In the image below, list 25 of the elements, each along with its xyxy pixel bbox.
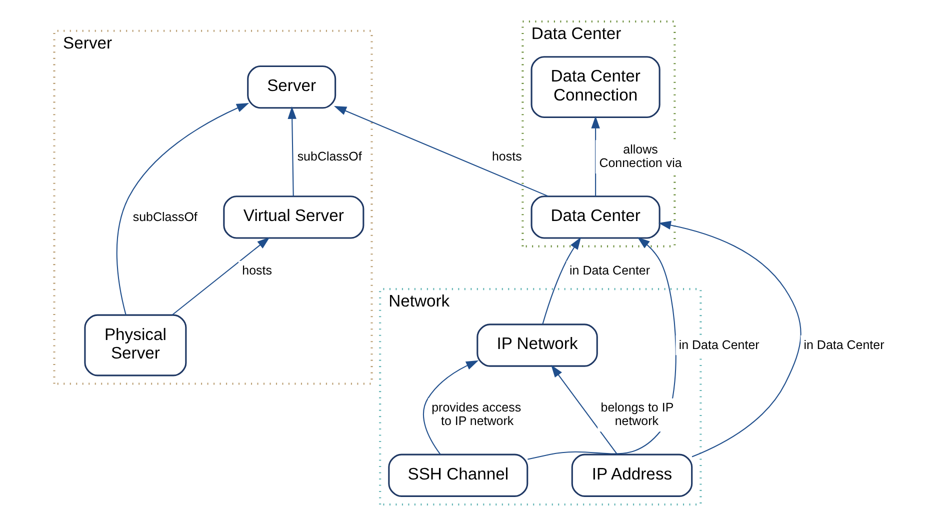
node-box: Server xyxy=(246,64,336,108)
edge-label: in Data Center xyxy=(803,337,884,352)
node-box: IP Network xyxy=(476,323,598,366)
arrow xyxy=(171,236,270,315)
arrow xyxy=(116,102,249,315)
arrow xyxy=(422,360,478,454)
edge-label: belongs to IP network xyxy=(600,400,674,428)
edge-label: subClassOf xyxy=(132,209,197,224)
node-box: Virtual Server xyxy=(222,195,364,238)
arrow xyxy=(658,220,801,457)
node-box: Data Center Connection xyxy=(530,56,660,118)
arrow xyxy=(287,106,296,196)
arrow xyxy=(333,105,548,196)
edge-label: subClassOf xyxy=(296,149,362,164)
arrow xyxy=(590,115,600,196)
edge-label: in Data Center xyxy=(569,263,650,278)
edge-label: hosts xyxy=(242,263,272,278)
edge-label: provides access to IP network xyxy=(431,400,521,428)
node-box: IP Address xyxy=(570,453,692,496)
node-box: SSH Channel xyxy=(388,453,528,496)
node-box: Physical Server xyxy=(84,314,186,376)
edge-label: hosts xyxy=(491,149,522,164)
arrow xyxy=(542,236,581,324)
arrow xyxy=(550,364,618,454)
node-box: Data Center xyxy=(530,195,660,238)
